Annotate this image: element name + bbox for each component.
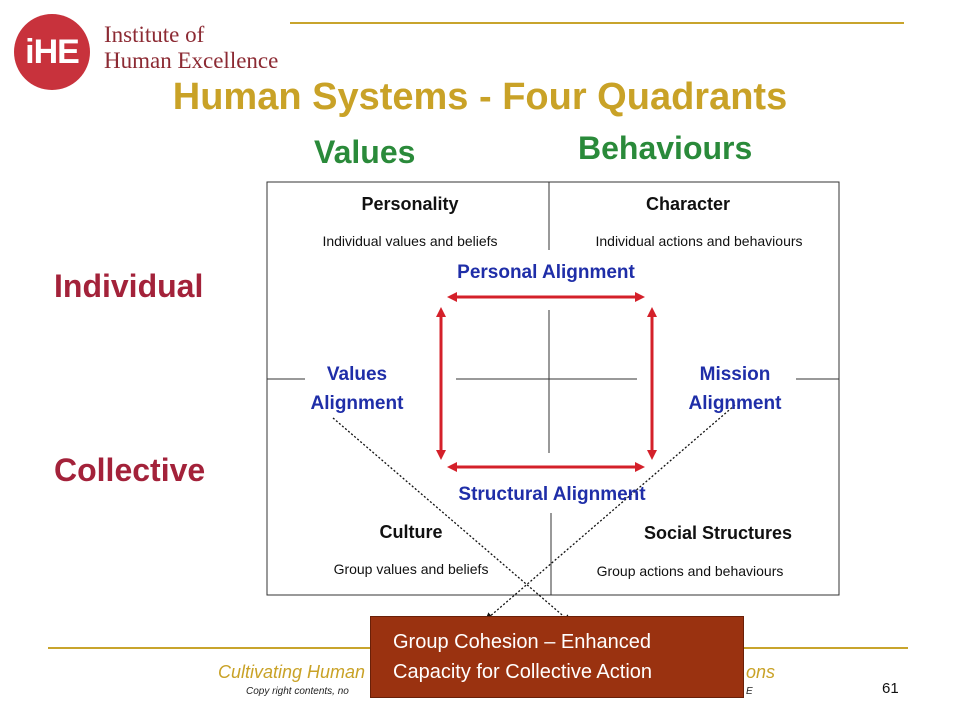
row-heading-individual: Individual <box>54 268 204 304</box>
top-gold-rule <box>290 22 904 24</box>
footer-copyright-end: E <box>746 686 753 697</box>
dotted-arrow-mission-to-cohesion <box>484 404 736 621</box>
dotted-arrow-values-to-cohesion <box>332 417 572 623</box>
logo-line-2: Human Excellence <box>104 48 279 73</box>
footer-title-start: Cultivating Human <box>218 662 366 682</box>
label-structural-alignment: Structural Alignment <box>458 484 646 505</box>
group-cohesion-box: Group Cohesion – Enhanced Capacity for C… <box>370 616 744 698</box>
logo-wordmark: Institute of Human Excellence <box>104 22 278 74</box>
quadrant-culture-subtitle: Group values and beliefs <box>333 561 489 577</box>
column-heading-values: Values <box>314 134 416 170</box>
quadrant-frame <box>266 181 840 596</box>
footer-title-end: ons <box>746 662 776 682</box>
page-number: 61 <box>882 680 899 697</box>
page-title: Human Systems - Four Quadrants <box>172 76 788 118</box>
label-mission-alignment: Mission Alignment <box>664 360 806 418</box>
ihe-logo-mark: iHE <box>14 14 90 90</box>
quadrant-personality-title: Personality <box>361 194 459 214</box>
quadrant-personality-subtitle: Individual values and beliefs <box>322 233 498 249</box>
label-personal-alignment: Personal Alignment <box>457 262 635 283</box>
quadrant-social-structures-subtitle: Group actions and behaviours <box>596 563 784 579</box>
row-heading-collective: Collective <box>54 452 206 488</box>
quadrant-culture-title: Culture <box>379 522 443 542</box>
label-mission-alignment-line-1: Mission <box>699 364 771 385</box>
label-mission-alignment-line-2: Alignment <box>688 393 782 414</box>
quadrant-character-title: Character <box>645 194 731 214</box>
label-values-alignment-line-1: Values <box>326 364 388 385</box>
group-cohesion-line-1: Group Cohesion – Enhanced <box>393 631 651 653</box>
quadrant-character-subtitle: Individual actions and behaviours <box>595 233 803 249</box>
logo-line-1: Institute of <box>104 22 205 47</box>
footer-copyright-start: Copy right contents, no <box>246 686 349 697</box>
label-values-alignment-line-2: Alignment <box>310 393 404 414</box>
group-cohesion-line-2: Capacity for Collective Action <box>393 661 653 683</box>
label-values-alignment: Values Alignment <box>286 360 428 418</box>
column-heading-behaviours: Behaviours <box>578 130 753 166</box>
quadrant-social-structures-title: Social Structures <box>643 523 793 543</box>
